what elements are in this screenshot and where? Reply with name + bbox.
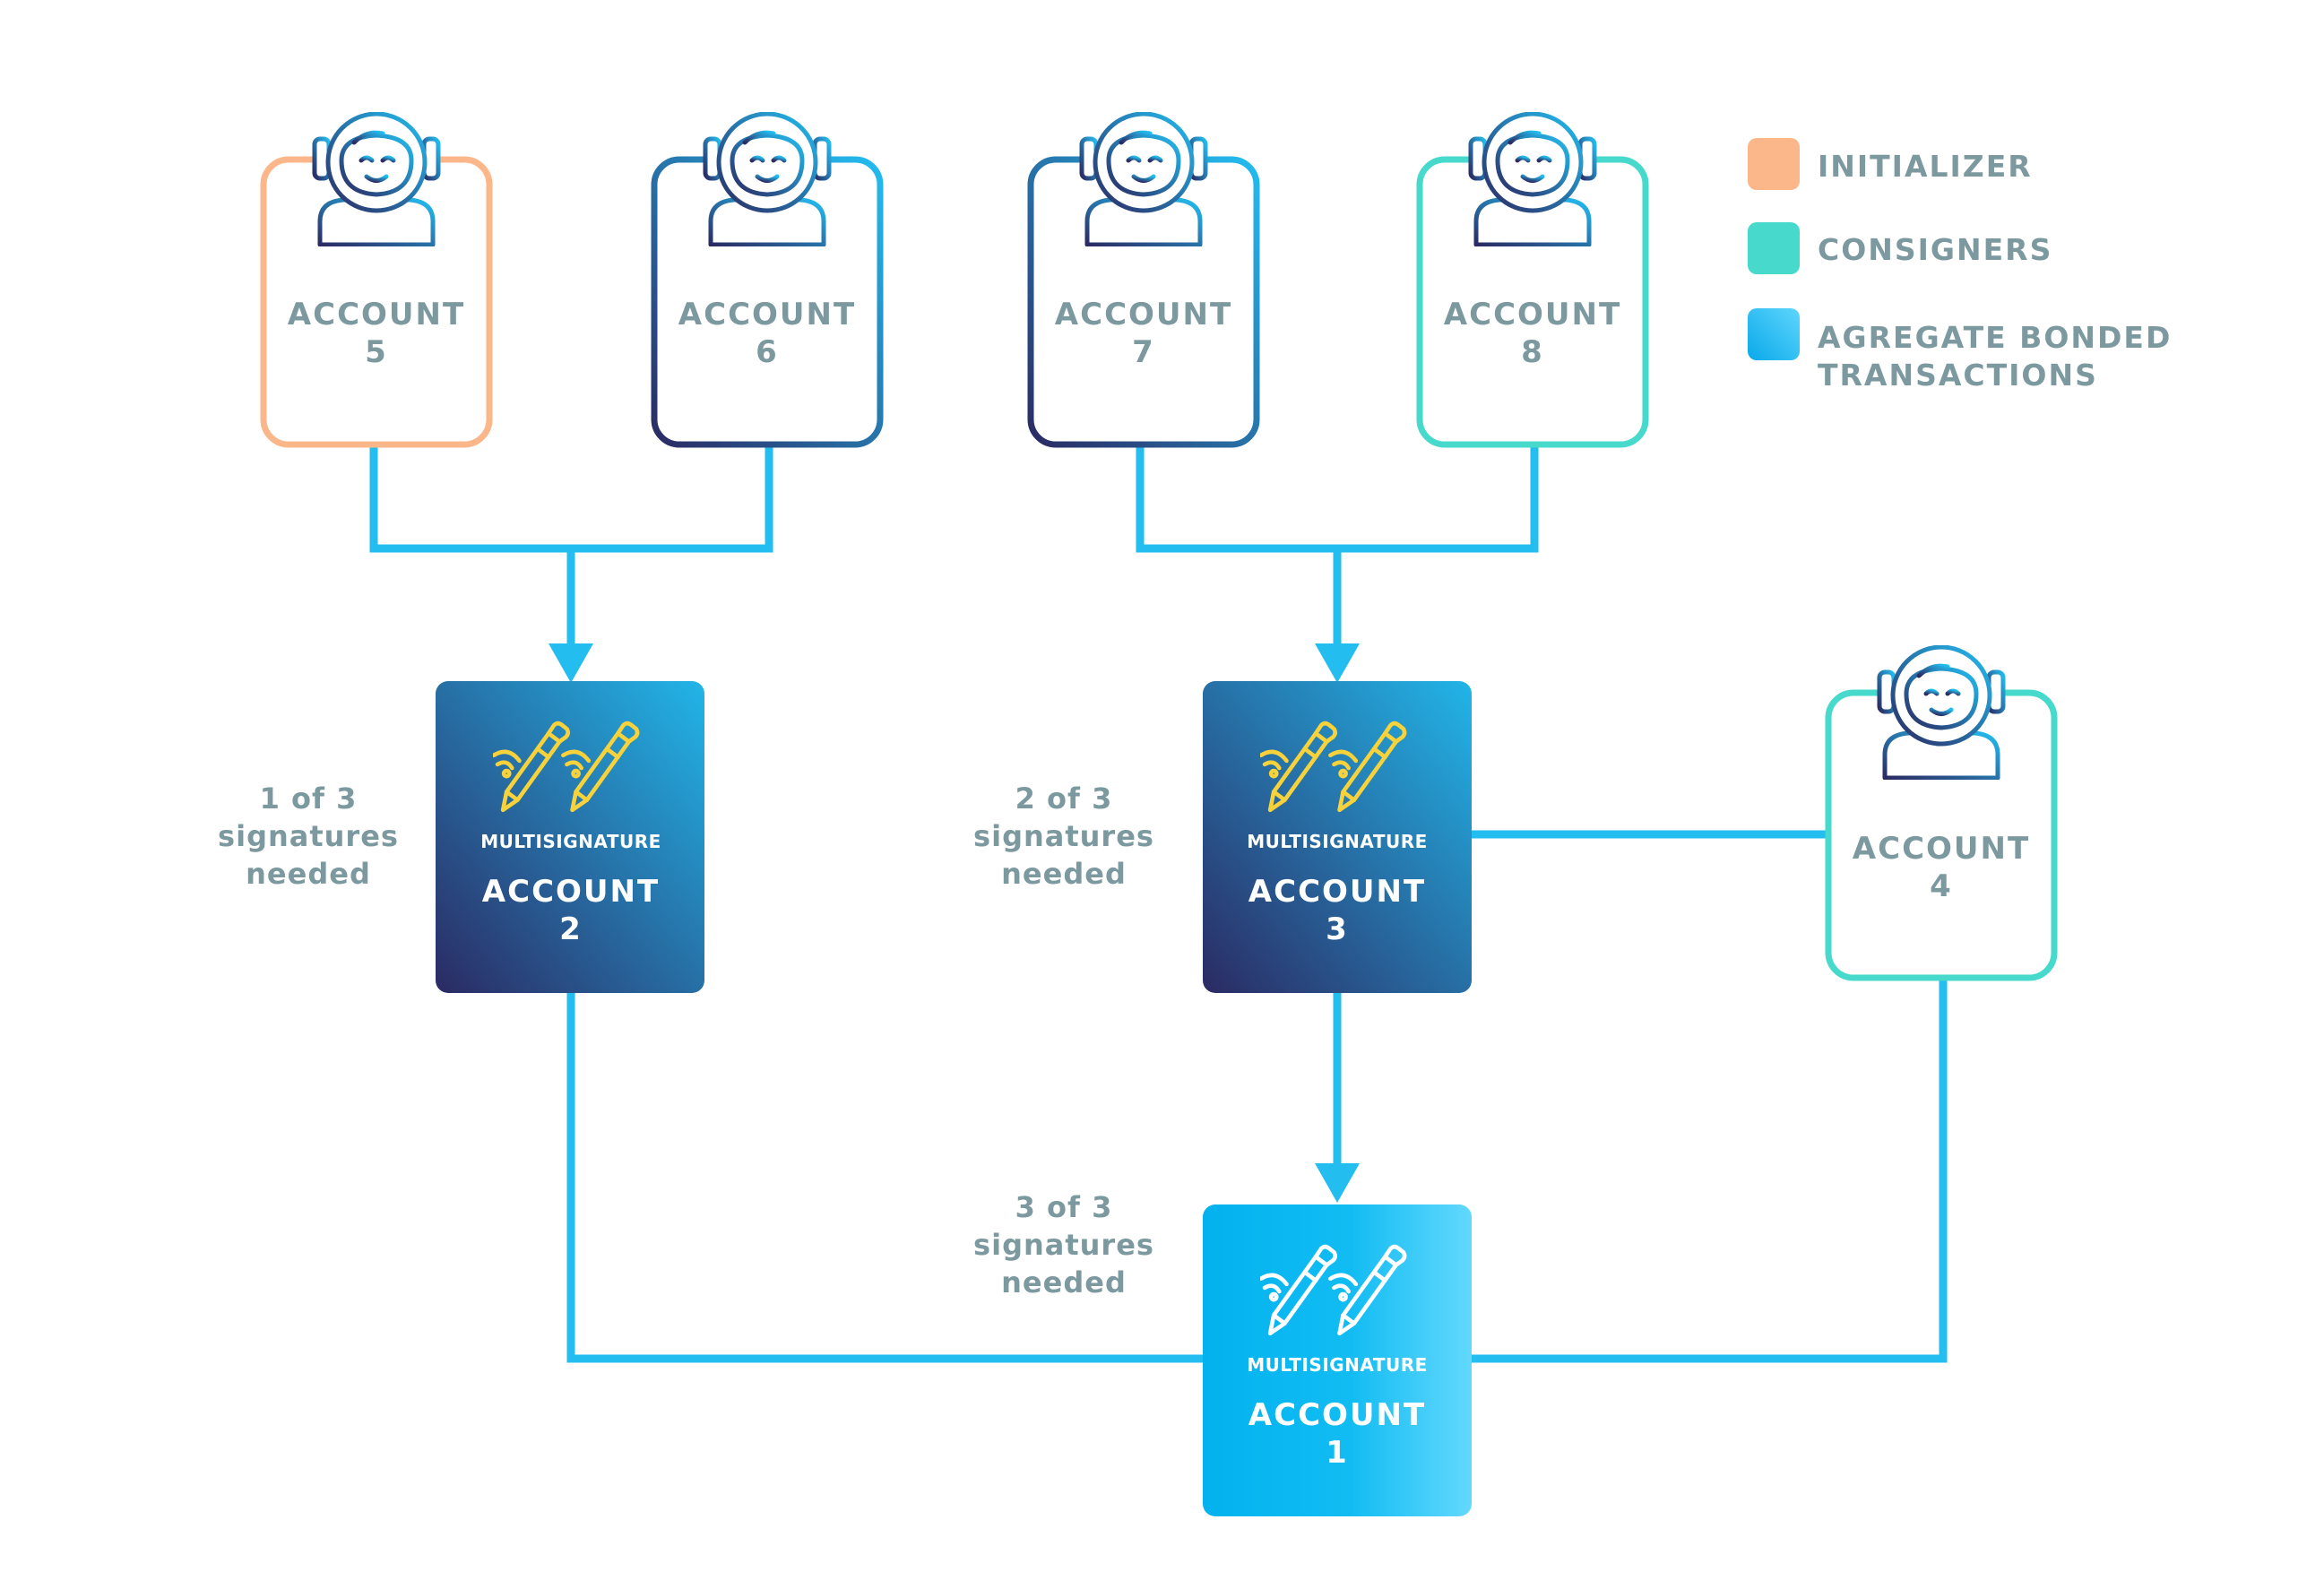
legend-swatch-initializer <box>1748 138 1800 190</box>
account-2-number: 2 <box>559 911 583 947</box>
legend-label-aggregate-line1: AGREGATE BONDED <box>1818 320 2172 355</box>
account-4-number: 4 <box>1930 868 1953 904</box>
astronaut-icon <box>315 114 438 245</box>
arrowhead-to-account-3 <box>1315 643 1360 683</box>
multisig-account-2[interactable]: MULTISIGNATURE ACCOUNT 2 <box>436 681 704 993</box>
account-card-6[interactable]: ACCOUNT 6 <box>651 114 884 448</box>
legend-swatch-consigners <box>1748 222 1800 274</box>
note-word: signatures <box>218 819 399 853</box>
account-7-label: ACCOUNT <box>1055 297 1232 332</box>
note-needed: needed <box>1001 857 1127 891</box>
multisignature-label: MULTISIGNATURE <box>1247 831 1428 852</box>
legend-label-aggregate-line2: TRANSACTIONS <box>1818 358 2098 393</box>
legend: INITIALIZER CONSIGNERS AGREGATE BONDED T… <box>1748 138 2172 393</box>
account-8-number: 8 <box>1521 334 1544 370</box>
multisig-account-1[interactable]: MULTISIGNATURE ACCOUNT 1 <box>1203 1204 1472 1516</box>
account-4-label: ACCOUNT <box>1853 831 2030 867</box>
multisignature-label: MULTISIGNATURE <box>1247 1354 1428 1376</box>
connector-2-to-1 <box>566 993 1208 1363</box>
signature-note-account-1: 3 of 3 signatures needed <box>973 1190 1154 1299</box>
signature-note-account-3: 2 of 3 signatures needed <box>973 781 1154 891</box>
signature-note-account-2: 1 of 3 signatures needed <box>218 781 399 891</box>
account-card-7[interactable]: ACCOUNT 7 <box>1027 114 1260 448</box>
note-word: signatures <box>973 1228 1154 1262</box>
note-count: 1 of 3 <box>260 781 358 816</box>
account-7-number: 7 <box>1132 334 1155 370</box>
note-count: 2 of 3 <box>1015 781 1113 816</box>
arrowhead-to-account-2 <box>549 643 593 683</box>
connectors <box>369 446 1948 1363</box>
astronaut-icon <box>705 114 829 245</box>
account-5-label: ACCOUNT <box>288 297 465 332</box>
legend-item-aggregate: AGREGATE BONDED TRANSACTIONS <box>1748 308 2172 393</box>
connector-5-6 <box>369 446 773 553</box>
account-card-4[interactable]: ACCOUNT 4 <box>1825 647 2058 981</box>
account-1-number: 1 <box>1326 1435 1349 1471</box>
connector-4-to-1 <box>1472 979 1948 1363</box>
account-6-number: 6 <box>756 334 779 370</box>
legend-label-initializer: INITIALIZER <box>1818 149 2033 184</box>
legend-item-consigners: CONSIGNERS <box>1748 222 2052 274</box>
account-card-8[interactable]: ACCOUNT 8 <box>1416 114 1649 448</box>
multisig-account-3[interactable]: MULTISIGNATURE ACCOUNT 3 <box>1203 681 1472 993</box>
account-8-label: ACCOUNT <box>1444 297 1621 332</box>
account-3-number: 3 <box>1326 911 1349 947</box>
note-needed: needed <box>1001 1265 1127 1299</box>
account-6-label: ACCOUNT <box>678 297 856 332</box>
astronaut-icon <box>1082 114 1205 245</box>
account-3-label: ACCOUNT <box>1248 874 1426 910</box>
note-needed: needed <box>246 857 371 891</box>
note-count: 3 of 3 <box>1015 1190 1113 1224</box>
connector-7-8 <box>1136 446 1539 553</box>
astronaut-icon <box>1471 114 1594 245</box>
arrowhead-to-account-1 <box>1315 1163 1360 1203</box>
account-2-label: ACCOUNT <box>482 874 660 910</box>
astronaut-icon <box>1879 647 2003 778</box>
legend-swatch-aggregate <box>1748 308 1800 360</box>
multisignature-label: MULTISIGNATURE <box>480 831 661 852</box>
legend-label-consigners: CONSIGNERS <box>1818 232 2052 267</box>
account-card-5[interactable]: ACCOUNT 5 <box>260 114 493 448</box>
account-5-number: 5 <box>365 334 388 370</box>
note-word: signatures <box>973 819 1154 853</box>
legend-item-initializer: INITIALIZER <box>1748 138 2033 190</box>
account-1-label: ACCOUNT <box>1248 1397 1426 1433</box>
